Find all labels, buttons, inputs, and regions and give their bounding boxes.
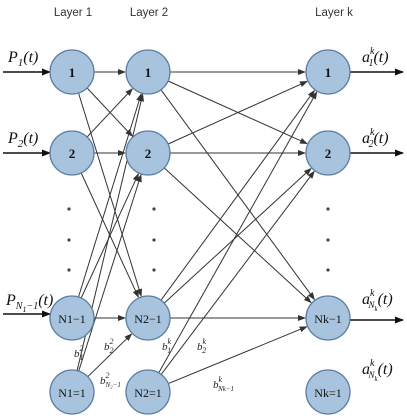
edge-layer1-4-to-layer2-2 — [78, 173, 142, 372]
node-circle — [125, 130, 171, 176]
edge-layer1-3-to-layer2-1 — [78, 93, 143, 298]
connection-edges — [76, 69, 318, 385]
node-layer2-4: N2=1 — [125, 369, 171, 415]
node-circle — [305, 295, 351, 341]
node-layer2-2: 2 — [125, 130, 171, 176]
node-circle — [49, 369, 95, 415]
node-label: N2−1 — [134, 312, 161, 326]
node-circle — [305, 130, 351, 176]
node-circle — [305, 369, 351, 415]
node-layerk-3: Nk−1 — [305, 295, 351, 341]
node-circle — [125, 369, 171, 415]
ellipsis-layer-2 — [152, 207, 156, 272]
node-circle — [305, 49, 351, 95]
node-circle — [49, 49, 95, 95]
node-layerk-2: 2 — [305, 130, 351, 176]
node-layer1-4: N1=1 — [49, 369, 95, 415]
node-layerk-1: 1 — [305, 49, 351, 95]
edge-layer2-4-to-layerk-3 — [168, 326, 308, 385]
node-circle — [125, 295, 171, 341]
layer-1-label: Layer 1 — [54, 7, 92, 19]
input-label-2: P2(t) — [7, 130, 38, 150]
edge-layer2-2-to-layerk-1 — [167, 80, 308, 145]
node-label: 2 — [69, 146, 76, 161]
edge-layer1-3-to-layer2-2 — [80, 172, 139, 299]
node-label: 1 — [145, 65, 152, 80]
node-circle — [125, 49, 171, 95]
edge-layer1-4-to-layer2-3 — [87, 333, 133, 378]
node-label: N2=1 — [134, 386, 161, 400]
edge-layer2-3-to-layerk-2 — [163, 167, 312, 304]
edge-layer1-2-to-layer2-1 — [86, 88, 133, 138]
node-label: N1=1 — [58, 386, 85, 400]
edge-layer1-1-to-layer2-2 — [86, 87, 133, 137]
node-label: Nk−1 — [314, 312, 341, 326]
ellipsis-layer-1 — [67, 207, 71, 272]
node-layer1-2: 2 — [49, 130, 95, 176]
node-layer1-3: N1−1 — [49, 295, 95, 341]
edge-layer2-3-to-layerk-1 — [160, 89, 315, 301]
layer-2-label: Layer 2 — [130, 7, 168, 19]
node-label: 1 — [69, 65, 76, 80]
node-label: 2 — [325, 146, 332, 161]
node-circle — [49, 130, 95, 176]
ellipsis-layer-k — [326, 207, 330, 272]
node-layer1-1: 1 — [49, 49, 95, 95]
node-circle — [49, 295, 95, 341]
node-layerk-4: Nk=1 — [305, 369, 351, 415]
node-label: 2 — [145, 146, 152, 161]
node-layer2-1: 1 — [125, 49, 171, 95]
node-label: Nk=1 — [314, 386, 341, 400]
input-label-n: PN1−1(t) — [5, 292, 53, 314]
layer-k-label: Layer k — [315, 7, 353, 19]
edge-layer2-4-to-layerk-2 — [160, 170, 315, 375]
network-nodes: 1 2N1−1N1=1 1 2N2−1N2=1 1 2Nk−1Nk=1 — [49, 49, 351, 415]
node-label: N1−1 — [58, 312, 85, 326]
input-label-1: P1(t) — [7, 49, 38, 69]
edge-layer2-4-to-layerk-1 — [158, 91, 318, 374]
node-label: 1 — [325, 65, 332, 80]
node-layer2-3: N2−1 — [125, 295, 171, 341]
